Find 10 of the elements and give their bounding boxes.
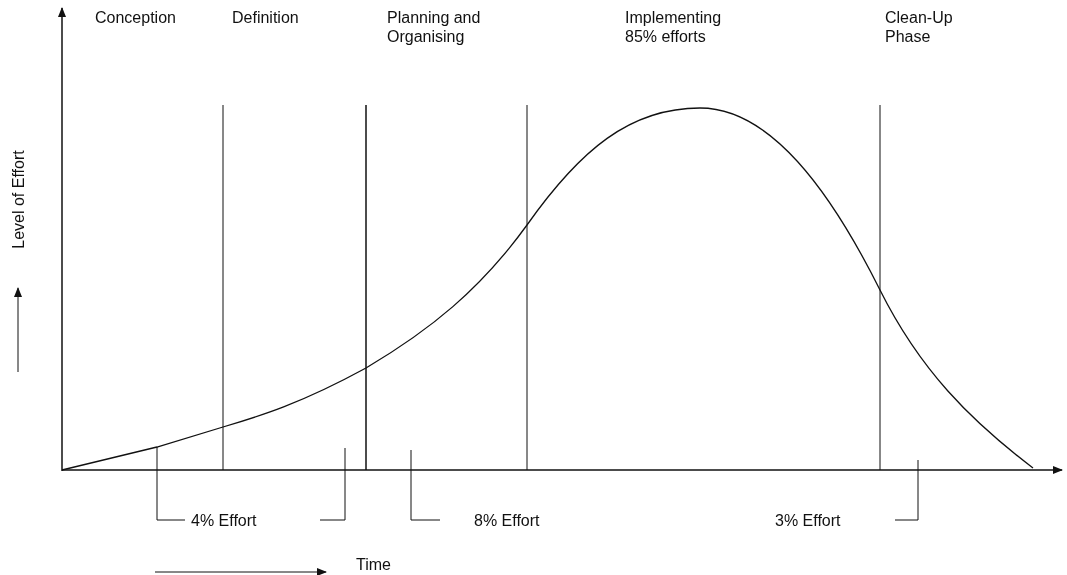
phase-label: Clean-Up Phase: [885, 8, 954, 46]
effort-label: 3% Effort: [775, 511, 842, 530]
phase-label: Implementing 85% efforts: [625, 8, 723, 46]
effort-label: 4% Effort: [191, 511, 258, 530]
phase-label: Conception: [95, 8, 177, 27]
axis-label: Level of Effort: [8, 149, 28, 251]
axis-label: Time: [356, 555, 392, 574]
phase-label: Definition: [232, 8, 300, 27]
phase-label: Planning and Organising: [387, 8, 482, 46]
effort-label: 8% Effort: [474, 511, 541, 530]
